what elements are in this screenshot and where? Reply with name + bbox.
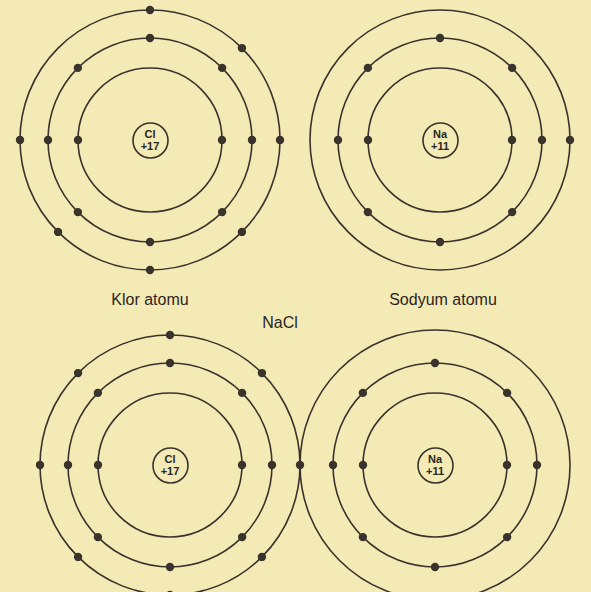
electron-dot	[431, 563, 439, 571]
nucleus-ring	[133, 123, 168, 158]
electron-dot	[74, 136, 82, 144]
electron-dot	[268, 461, 276, 469]
orbit-circle	[48, 38, 252, 242]
electron-dot	[238, 461, 246, 469]
orbit-circle	[20, 10, 280, 270]
electron-dot	[276, 136, 284, 144]
electron-dot	[166, 359, 174, 367]
nucleus-circle: Na+11	[422, 122, 459, 159]
orbit-circle	[338, 38, 542, 242]
electron-dot	[503, 533, 511, 541]
nucleus-text: Na+11	[431, 128, 449, 152]
electron-dot	[533, 461, 541, 469]
electron-dot	[364, 208, 372, 216]
electron-dot	[218, 208, 226, 216]
electron-dot	[238, 533, 246, 541]
electron-dot	[166, 563, 174, 571]
electron-dot	[218, 136, 226, 144]
electron-dot	[74, 369, 82, 377]
electron-dot	[538, 136, 546, 144]
orbit-circle	[68, 363, 272, 567]
nucleus-ring	[423, 123, 458, 158]
electron-dot	[64, 461, 72, 469]
electron-dot	[94, 461, 102, 469]
electron-dot	[566, 136, 574, 144]
atom-figure	[310, 10, 574, 270]
electron-dot	[74, 64, 82, 72]
orbit-circle	[300, 330, 570, 592]
electron-dot	[359, 461, 367, 469]
electron-dot	[508, 136, 516, 144]
electron-dot	[16, 136, 24, 144]
atom-figure	[300, 330, 570, 592]
electron-dot	[146, 34, 154, 42]
electron-dot	[238, 228, 246, 236]
orbit-circle	[368, 68, 512, 212]
orbit-circle	[98, 393, 242, 537]
atom-figure	[36, 331, 304, 592]
electron-dot	[364, 136, 372, 144]
nucleus-circle: Cl+17	[132, 122, 169, 159]
element-symbol: Cl	[141, 128, 160, 140]
electron-dot	[146, 266, 154, 274]
electron-dot	[431, 359, 439, 367]
nucleus-circle: Cl+17	[152, 447, 189, 484]
electron-dot	[94, 533, 102, 541]
nuclear-charge: +17	[141, 140, 160, 152]
caption-label: NaCl	[262, 314, 298, 332]
nucleus-text: Na+11	[426, 453, 444, 477]
orbit-circle	[40, 335, 300, 592]
caption-label: Klor atomu	[111, 291, 188, 309]
electron-dot	[364, 64, 372, 72]
electron-dot	[74, 553, 82, 561]
electron-dot	[36, 461, 44, 469]
nucleus-text: Cl+17	[161, 453, 180, 477]
electron-dot	[508, 64, 516, 72]
orbit-circle	[310, 10, 570, 270]
electron-dot	[238, 389, 246, 397]
nuclear-charge: +11	[426, 465, 444, 477]
electron-dot	[54, 228, 62, 236]
electron-dot	[74, 208, 82, 216]
electron-dot	[436, 238, 444, 246]
electron-dot	[146, 6, 154, 14]
element-symbol: Na	[426, 453, 444, 465]
nucleus-ring	[418, 448, 453, 483]
electron-dot	[44, 136, 52, 144]
electron-dot	[436, 34, 444, 42]
electron-dot	[218, 64, 226, 72]
element-symbol: Cl	[161, 453, 180, 465]
atom-figure	[16, 6, 284, 274]
orbit-circle	[78, 68, 222, 212]
element-symbol: Na	[431, 128, 449, 140]
orbit-circle	[333, 363, 537, 567]
electron-dot	[329, 461, 337, 469]
orbit-circle	[363, 393, 507, 537]
electron-dot	[503, 461, 511, 469]
nuclear-charge: +17	[161, 465, 180, 477]
electron-dot	[238, 44, 246, 52]
nucleus-text: Cl+17	[141, 128, 160, 152]
electron-dot	[508, 208, 516, 216]
nuclear-charge: +11	[431, 140, 449, 152]
electron-dot	[94, 389, 102, 397]
electron-dot	[146, 238, 154, 246]
electron-dot	[166, 591, 174, 592]
electron-dot	[359, 389, 367, 397]
electron-dot	[248, 136, 256, 144]
electron-dot	[503, 389, 511, 397]
nucleus-circle: Na+11	[417, 447, 454, 484]
electron-dot	[334, 136, 342, 144]
electron-dot	[258, 369, 266, 377]
nucleus-ring	[153, 448, 188, 483]
electron-dot	[359, 533, 367, 541]
caption-label: Sodyum atomu	[389, 291, 497, 309]
electron-dot	[166, 331, 174, 339]
electron-dot	[258, 553, 266, 561]
